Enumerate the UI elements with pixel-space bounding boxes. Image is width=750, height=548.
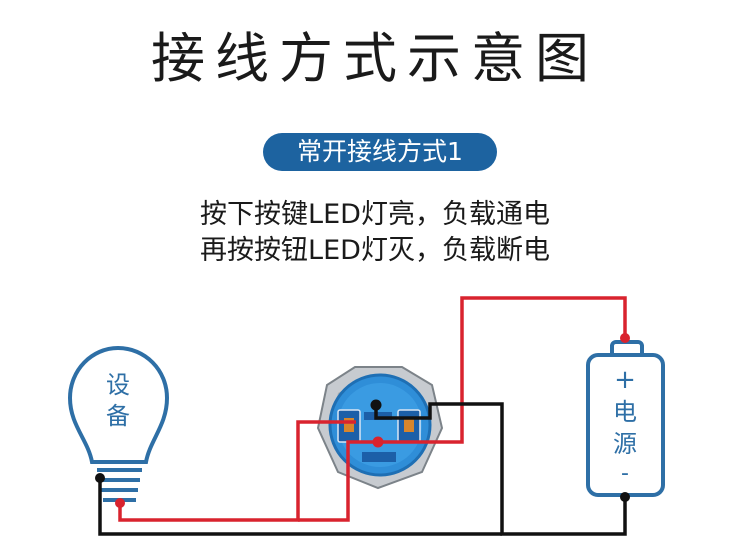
switch-no-terminal	[372, 436, 384, 448]
device-terminal-red	[115, 498, 125, 508]
switch-common-terminal	[370, 399, 382, 411]
power-plus-sign: +	[614, 365, 636, 395]
device-bulb: 设 备	[67, 345, 170, 502]
black-wire-device-return	[98, 478, 502, 536]
power-label-bottom: 源	[613, 430, 637, 458]
description-line-1: 按下按键LED灯亮，负载通电	[200, 199, 550, 230]
red-wire-jumper	[298, 440, 378, 522]
power-battery: + 电 源 -	[586, 340, 665, 497]
black-wire-common-to-power	[374, 402, 627, 536]
device-label-bottom: 备	[106, 402, 130, 430]
device-label-top: 设	[106, 371, 130, 399]
wiring-mode-badge: 常开接线方式1	[263, 133, 497, 171]
power-positive-terminal	[620, 333, 630, 343]
push-button-switch	[316, 366, 444, 490]
power-negative-terminal	[620, 492, 630, 502]
red-wire-button-to-power	[374, 296, 627, 444]
device-terminal-black	[95, 473, 105, 483]
power-label-top: 电	[613, 398, 637, 426]
power-minus-sign: -	[621, 461, 629, 486]
page-title: 接线方式示意图	[151, 27, 599, 90]
description-line-2: 再按按钮LED灯灭，负载断电	[200, 235, 550, 266]
